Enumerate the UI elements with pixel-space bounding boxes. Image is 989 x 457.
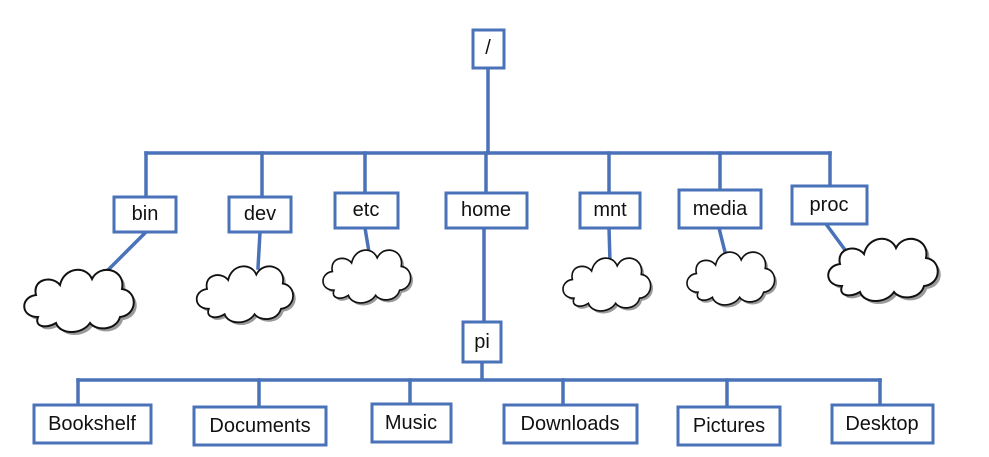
cloud-icon xyxy=(562,257,654,314)
node-mnt-label: mnt xyxy=(593,199,627,221)
node-dev-label: dev xyxy=(244,203,276,225)
node-music[interactable]: Music xyxy=(370,402,453,444)
node-desktop[interactable]: Desktop xyxy=(830,403,935,445)
cloud-icon xyxy=(195,265,296,325)
node-documents[interactable]: Documents xyxy=(192,405,328,447)
edge-dev-cloud xyxy=(256,230,262,270)
node-pictures-label: Pictures xyxy=(693,415,765,437)
cloud-icon xyxy=(23,268,137,335)
edge-mnt-cloud xyxy=(607,226,612,264)
node-desktop-label: Desktop xyxy=(845,413,918,435)
node-bin-label: bin xyxy=(132,203,159,225)
node-bookshelf-label: Bookshelf xyxy=(48,413,136,435)
node-etc[interactable]: etc xyxy=(333,191,400,230)
node-documents-label: Documents xyxy=(209,415,310,437)
node-downloads-label: Downloads xyxy=(521,413,620,435)
edge-etc-cloud xyxy=(362,225,372,255)
edge-bin-cloud xyxy=(103,229,149,275)
node-bookshelf[interactable]: Bookshelf xyxy=(32,403,153,445)
node-pi-label: pi xyxy=(474,331,490,353)
node-music-label: Music xyxy=(385,412,437,434)
node-home-label: home xyxy=(461,199,511,221)
node-media-label: media xyxy=(693,198,748,220)
node-pictures[interactable]: Pictures xyxy=(676,405,782,447)
cloud-icon xyxy=(322,249,414,306)
node-bin[interactable]: bin xyxy=(112,195,178,234)
node-etc-label: etc xyxy=(353,199,380,221)
node-downloads[interactable]: Downloads xyxy=(502,403,639,445)
node-pi[interactable]: pi xyxy=(461,320,503,364)
node-home[interactable]: home xyxy=(444,191,529,230)
node-mnt[interactable]: mnt xyxy=(578,191,642,230)
tree-edges xyxy=(76,66,882,409)
node-dev[interactable]: dev xyxy=(227,195,293,234)
node-proc-label: proc xyxy=(810,194,849,216)
edge-media-cloud xyxy=(716,225,729,259)
cloud-icon xyxy=(686,251,778,308)
node-root[interactable]: / xyxy=(471,28,506,70)
node-media[interactable]: media xyxy=(677,188,763,230)
node-proc[interactable]: proc xyxy=(790,184,869,226)
node-root-label: / xyxy=(485,37,491,59)
